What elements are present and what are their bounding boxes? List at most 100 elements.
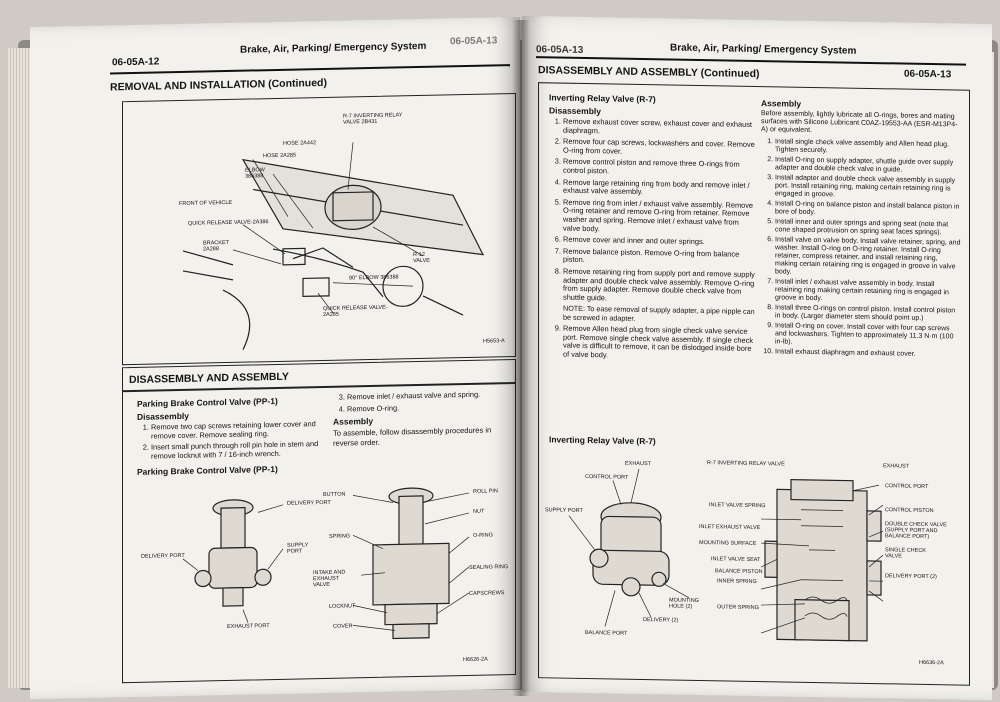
relay-assembly-step: Install O-ring on cover. Install cover w…	[775, 322, 961, 349]
ghost-page-number: 06-05A-13	[450, 35, 498, 48]
pp1-assembly-text: To assemble, follow disassembly procedur…	[333, 425, 492, 448]
label-pp1-oring: O-RING	[473, 532, 493, 539]
relay-disassembly-steps-continued: Remove Allen head plug from single check…	[549, 324, 755, 362]
label-front-of-vehicle: FRONT OF VEHICLE	[179, 199, 233, 208]
relay-note: NOTE: To ease removal of supply adapter,…	[563, 303, 755, 323]
relay-title: Inverting Relay Valve (R-7)	[549, 92, 656, 105]
label-pp1-roll-pin: ROLL PIN	[473, 488, 498, 495]
relay-assembly-heading: Assembly	[761, 98, 802, 109]
pp1-figure-id: H6626-2A	[463, 656, 488, 664]
relay-assembly-step: Install valve on valve body. Install val…	[775, 236, 961, 279]
label-relay-outer-spring: OUTER SPRING	[717, 604, 759, 612]
label-pp1-delivery-port-2: DELIVERY PORT	[141, 552, 185, 560]
relay-disassembly-step: Remove balance piston. Remove O-ring fro…	[563, 246, 755, 268]
label-r7-relay-valve: R-7 INVERTING RELAY VALVE 2B431	[343, 112, 403, 126]
right-page-number: 06-05A-13	[904, 68, 952, 81]
label-relay-exhaust-2: EXHAUST	[883, 463, 909, 470]
label-relay-control-port-2: CONTROL PORT	[885, 483, 929, 490]
pp1-steps-list-continued: Remove inlet / exhaust valve and spring.…	[333, 390, 503, 414]
pp1-step: Insert small punch through roll pin hole…	[151, 439, 327, 461]
label-relay-mounting-surface: MOUNTING SURFACE	[699, 539, 757, 547]
left-header-title: Brake, Air, Parking/ Emergency System	[240, 40, 427, 56]
disassembly-right-column: Remove inlet / exhaust valve and spring.…	[333, 390, 503, 448]
left-header-rule	[110, 64, 510, 75]
relay-disassembly-step: Remove cover and inner and outer springs…	[563, 235, 755, 248]
label-pp1-delivery-port: DELIVERY PORT	[287, 499, 331, 507]
relay-assembly-step: Install single check valve assembly and …	[775, 138, 961, 157]
pp1-subtitle: Parking Brake Control Valve (PP-1)	[137, 395, 278, 409]
label-pp1-nut: NUT	[473, 508, 485, 515]
label-hose-2a285: HOSE 2A285	[263, 152, 297, 160]
label-elbow: ELBOW 386388	[245, 167, 265, 180]
relay-disassembly-step: Remove large retaining ring from body an…	[563, 177, 755, 199]
relay-assembly-steps: Install single check valve assembly and …	[761, 138, 961, 359]
label-relay-exhaust: EXHAUST	[625, 460, 651, 468]
label-r12-valve: R-12 VALVE	[413, 251, 430, 265]
relay-assembly-step: Install O-ring on balance piston and ins…	[775, 200, 961, 219]
label-hose-2a442: HOSE 2A442	[283, 140, 317, 147]
removal-diagram-box: FRONT OF VEHICLE QUICK RELEASE VALVE-2A3…	[122, 92, 516, 366]
pp1-steps-list: Remove two cap screws retaining lower co…	[137, 419, 327, 461]
left-page-number: 06-05A-12	[112, 56, 160, 69]
label-pp1-spring: SPRING	[329, 533, 351, 540]
label-pp1-intake: INTAKE AND EXHAUST VALVE	[313, 569, 346, 589]
label-relay-delivery: DELIVERY (2)	[643, 617, 679, 624]
label-relay-delivery-port: DELIVERY PORT (2)	[885, 573, 937, 581]
pp1-step: Remove two cap screws retaining lower co…	[151, 419, 327, 441]
relay-assembly-step: Install O-ring on supply adapter, shuttl…	[775, 156, 961, 175]
label-quick-release-valve-2: QUICK RELEASE VALVE-2A285	[323, 304, 388, 318]
label-relay-inner-spring: INNER SPRING	[717, 578, 757, 585]
relay-assembly-intro: Before assembly, lightly lubricate all O…	[761, 110, 958, 135]
relay-disassembly-step: Remove control piston and remove three O…	[563, 157, 755, 179]
label-relay-single-check: SINGLE CHECK VALVE	[885, 547, 926, 560]
label-pp1-exhaust-port: EXHAUST PORT	[227, 623, 270, 631]
pp1-figure-title: Parking Brake Control Valve (PP-1)	[137, 464, 278, 478]
label-relay-inlet-spring: INLET VALVE SPRING	[709, 502, 766, 510]
disassembly-section-title: DISASSEMBLY AND ASSEMBLY	[129, 370, 289, 387]
label-pp1-sealing-ring: SEALING RING	[469, 564, 509, 571]
relay-disassembly-step: Remove exhaust cover screw, exhaust cove…	[563, 117, 755, 139]
label-relay-control-piston: CONTROL PISTON	[885, 507, 934, 515]
relay-disassembly-step: Remove ring from inlet / exhaust valve a…	[563, 197, 755, 236]
label-relay-balance-port: BALANCE PORT	[585, 629, 628, 637]
label-relay-double-check: DOUBLE CHECK VALVE (SUPPLY PORT AND BALA…	[885, 521, 947, 541]
relay-assembly-column: Assembly Before assembly, lightly lubric…	[761, 95, 961, 361]
diagram1-figure-id: H5653-A	[483, 338, 505, 345]
pp1-step: Remove inlet / exhaust valve and spring.	[347, 390, 503, 402]
label-bracket: BRACKET 2A288	[203, 239, 229, 253]
pp1-step: Remove O-ring.	[347, 402, 503, 414]
relay-disassembly-steps: Remove exhaust cover screw, exhaust cove…	[549, 117, 755, 305]
removal-section-title: REMOVAL AND INSTALLATION (Continued)	[110, 76, 327, 94]
left-page: 06-05A-12 Brake, Air, Parking/ Emergency…	[30, 16, 520, 700]
right-header-title: Brake, Air, Parking/ Emergency System	[670, 42, 857, 57]
chassis-diagram	[182, 142, 485, 350]
disassembly-box: DISASSEMBLY AND ASSEMBLY Parking Brake C…	[122, 358, 516, 684]
label-pp1-capscrews: CAPSCREWS	[469, 590, 505, 597]
label-relay-control-port: CONTROL PORT	[585, 473, 629, 481]
right-page: 06-05A-13 Brake, Air, Parking/ Emergency…	[522, 15, 992, 701]
relay-assembly-step: Install adapter and double check valve a…	[775, 174, 961, 201]
relay-assembly-step: Install inlet / exhaust valve assembly i…	[775, 278, 961, 305]
left-page-edges	[8, 48, 34, 688]
relay-assembly-step: Install three O-rings on control piston.…	[775, 304, 961, 323]
relay-assembly-step: Install exhaust diaphragm and exhaust co…	[775, 348, 961, 359]
label-relay-mounting-hole: MOUNTING HOLE (2)	[669, 597, 699, 610]
label-relay-inlet-exhaust: INLET EXHAUST VALVE	[699, 523, 761, 532]
right-page-number-left: 06-05A-13	[536, 44, 584, 56]
label-relay-balance-piston: BALANCE PISTON	[715, 568, 763, 576]
label-pp1-supply-port: SUPPLY PORT	[287, 542, 309, 555]
label-pp1-cover: COVER	[333, 623, 353, 630]
label-90-elbow: 90° ELBOW 386388	[349, 274, 399, 282]
pp1-valve-drawing	[182, 487, 470, 640]
right-section-title: DISASSEMBLY AND ASSEMBLY (Continued)	[538, 64, 760, 81]
relay-figure-id: H6636-2A	[919, 659, 944, 667]
relay-disassembly-step: Remove retaining ring from supply port a…	[563, 267, 755, 306]
disassembly-left-column: Parking Brake Control Valve (PP-1) Disas…	[137, 392, 327, 479]
relay-valve-drawing	[568, 468, 884, 642]
book-gutter	[512, 20, 530, 696]
relay-disassembly-column: Inverting Relay Valve (R-7) Disassembly …	[549, 89, 755, 365]
label-relay-inlet-seat: INLET VALVE SEAT	[711, 556, 761, 564]
relay-assembly-step: Install inner and outer springs and spri…	[775, 218, 961, 237]
relay-figure-title: Inverting Relay Valve (R-7)	[549, 434, 656, 447]
label-pp1-button: BUTTON	[323, 491, 346, 498]
